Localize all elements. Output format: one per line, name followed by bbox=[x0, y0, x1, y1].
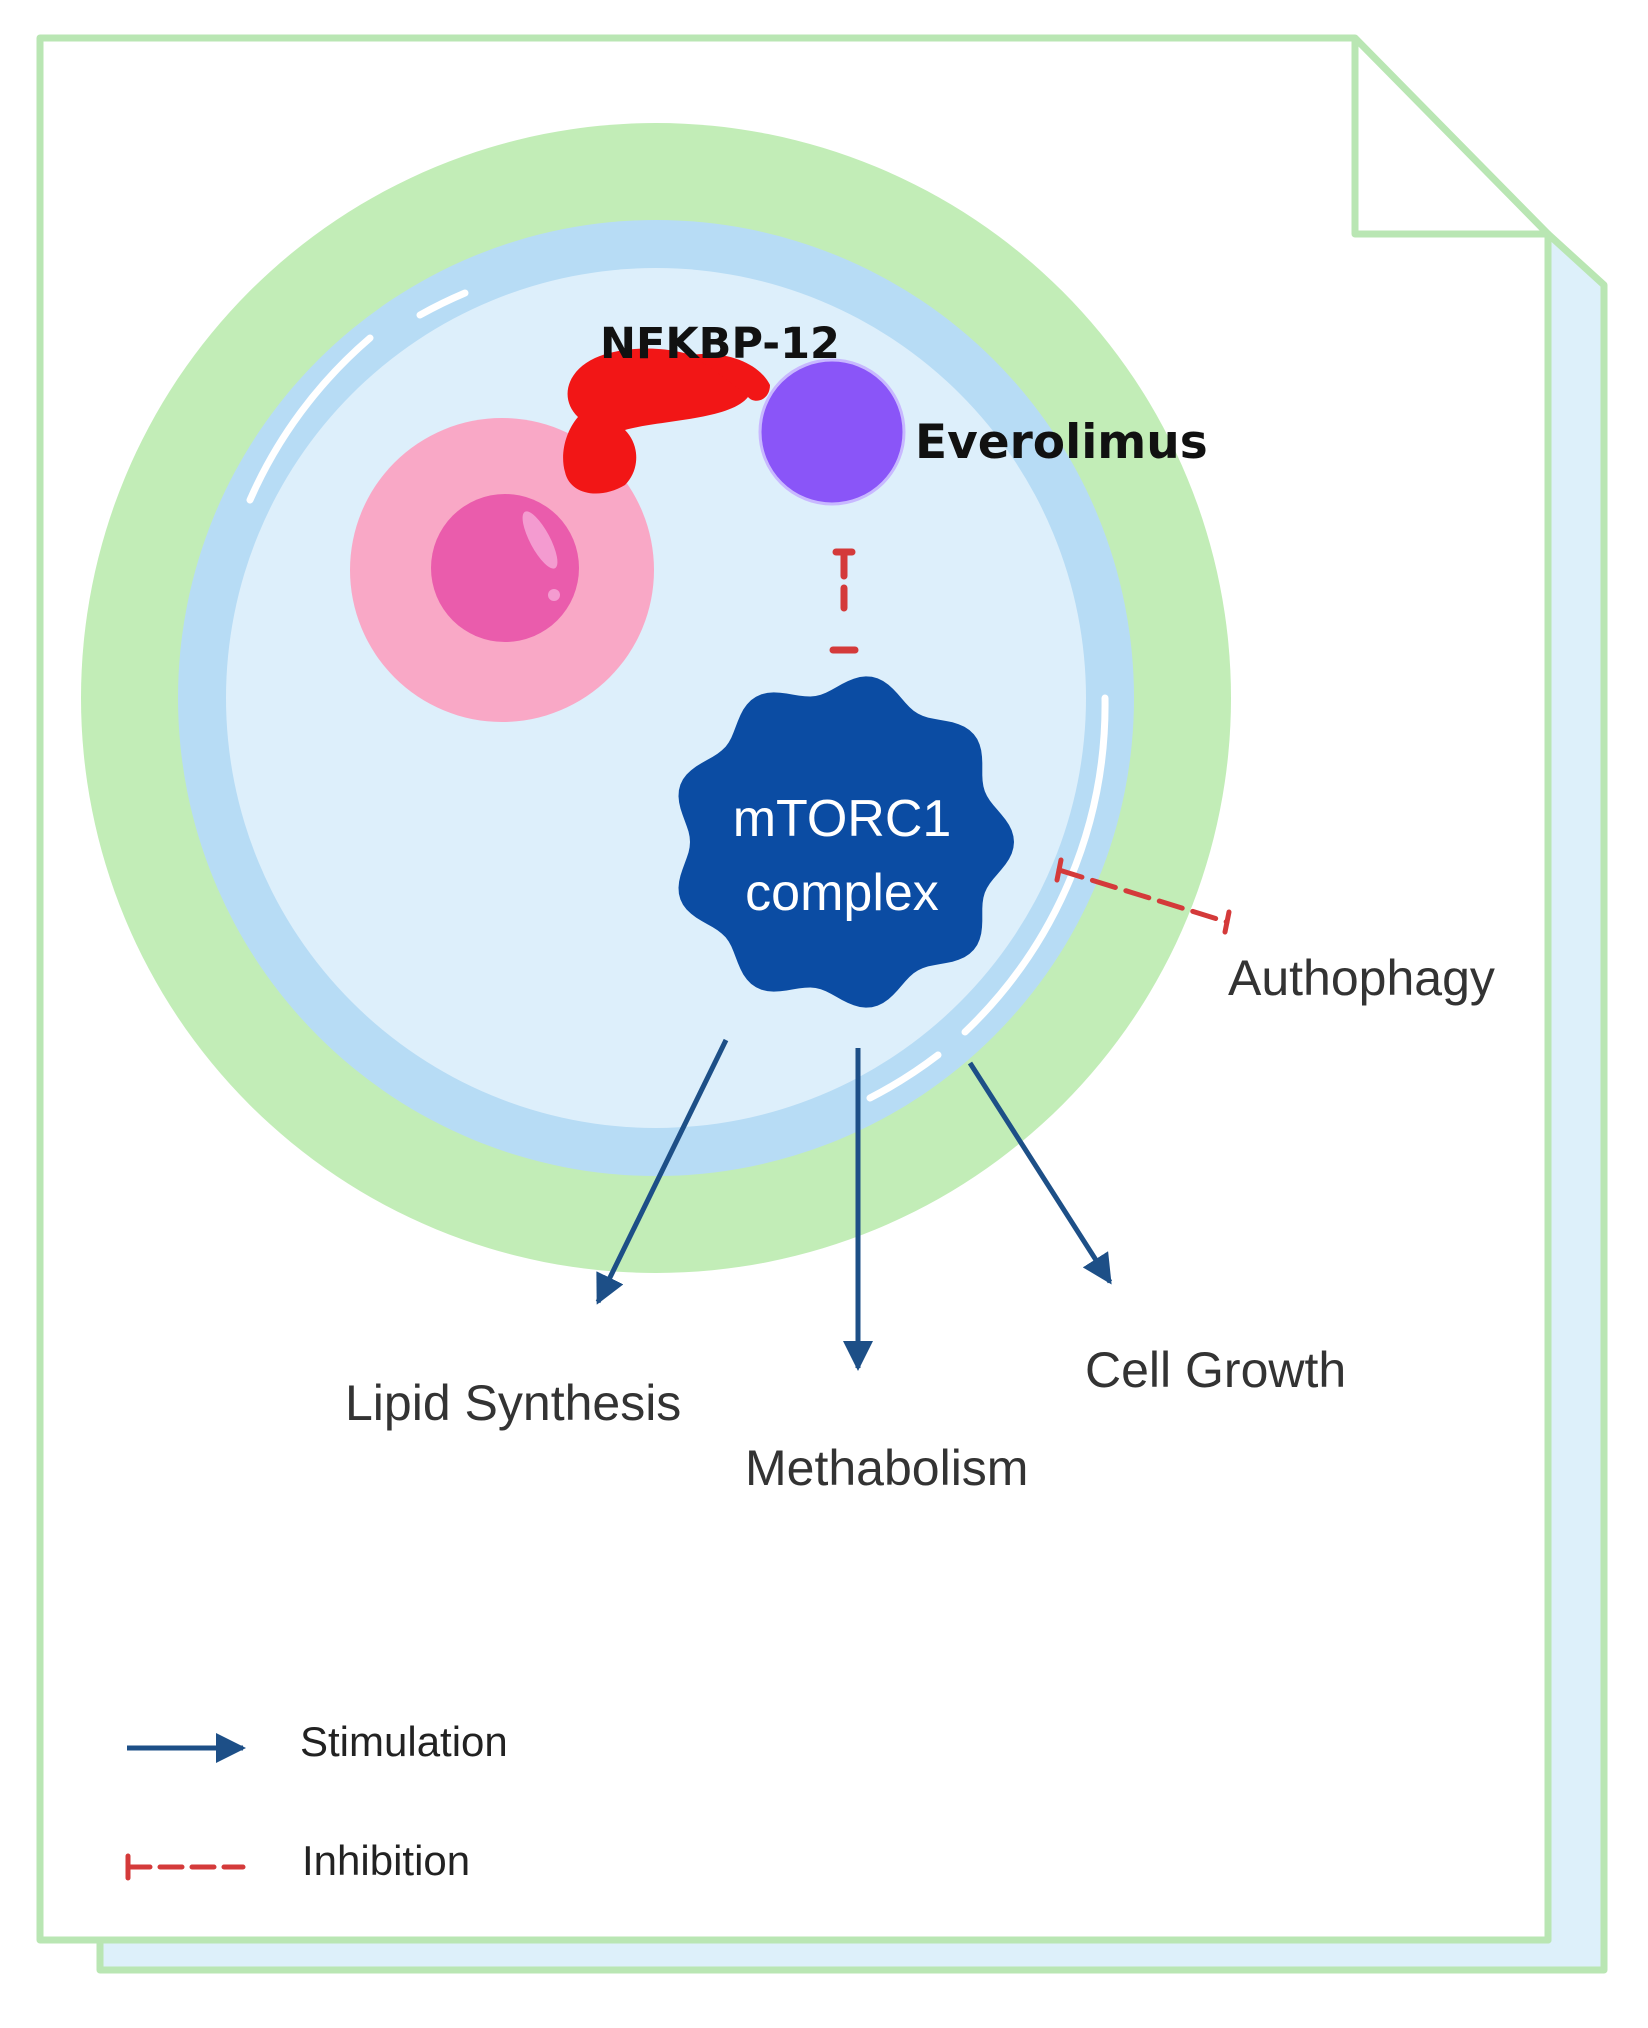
drug-complex: NFKBP-12 Everolimus bbox=[563, 319, 1208, 506]
mtorc1-complex: mTORC1 complex bbox=[678, 676, 1014, 1008]
nucleolus-highlight bbox=[548, 589, 560, 601]
autophagy-label: Authophagy bbox=[1228, 950, 1495, 1006]
mtorc1-shape bbox=[678, 676, 1014, 1008]
everolimus-molecule bbox=[758, 358, 906, 506]
legend-inhibition-label: Inhibition bbox=[302, 1837, 470, 1884]
membrane-highlight bbox=[961, 694, 1109, 1036]
mtorc1-label-line1: mTORC1 bbox=[733, 790, 952, 848]
stimulation-arrows bbox=[595, 1038, 1113, 1371]
nucleus bbox=[350, 418, 654, 722]
arrow-cell-growth bbox=[967, 1061, 1113, 1285]
membrane-highlight bbox=[866, 1051, 942, 1102]
page-fold-icon bbox=[1351, 38, 1548, 238]
arrow-lipid-synthesis bbox=[595, 1038, 729, 1305]
inhibition-autophagy bbox=[1054, 857, 1232, 935]
legend-inhibition-icon bbox=[125, 1853, 246, 1881]
membrane-highlight bbox=[416, 289, 469, 319]
nucleolus bbox=[431, 494, 579, 642]
legend-stimulation-label: Stimulation bbox=[300, 1718, 508, 1765]
fkbp-label: NFKBP-12 bbox=[600, 319, 840, 369]
membrane-highlight bbox=[246, 334, 374, 504]
fkbp-protein-front bbox=[690, 354, 770, 401]
cell-growth-label: Cell Growth bbox=[1085, 1342, 1346, 1398]
nucleolus-highlight bbox=[522, 511, 558, 569]
lipid-synthesis-label: Lipid Synthesis bbox=[345, 1375, 681, 1431]
fkbp-protein bbox=[563, 348, 748, 494]
cell bbox=[81, 123, 1231, 1273]
everolimus-label: Everolimus bbox=[915, 415, 1208, 470]
mtorc1-label-line2: complex bbox=[745, 864, 939, 922]
legend: Stimulation Inhibition bbox=[125, 1718, 508, 1884]
metabolism-label: Methabolism bbox=[745, 1440, 1028, 1496]
inhibition-bar-drug bbox=[829, 548, 859, 654]
